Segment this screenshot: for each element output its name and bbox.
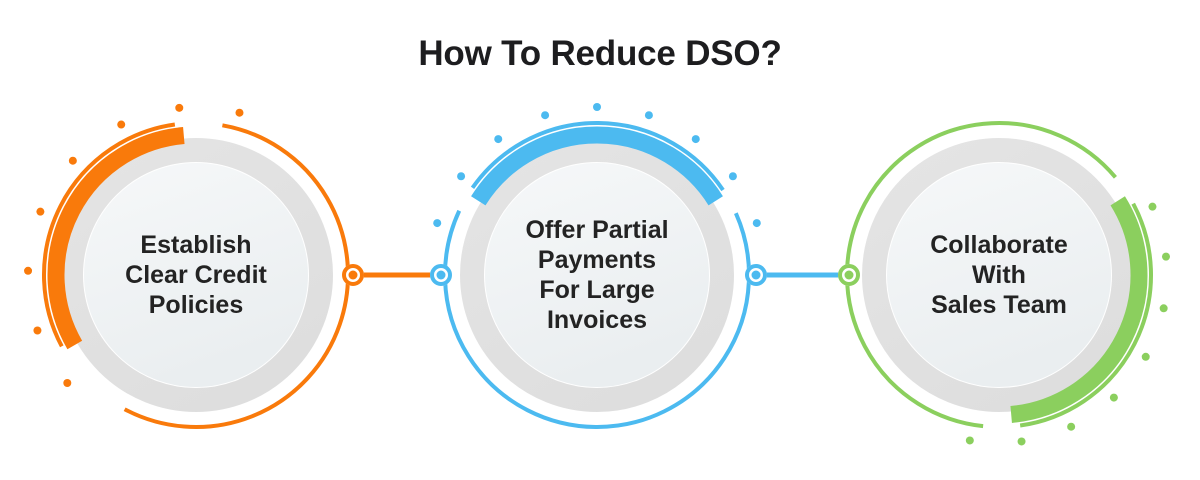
- connector-node-core[interactable]: [348, 270, 358, 280]
- decorative-dot: [728, 172, 737, 181]
- step-inner-disc: [485, 163, 709, 387]
- decorative-dot: [541, 111, 550, 120]
- connectors-layer: [342, 264, 860, 286]
- decorative-dot: [235, 108, 244, 117]
- step-connector-1: [342, 264, 452, 286]
- step-outer-ring-arc: [470, 121, 725, 192]
- process-step-node-1[interactable]: [24, 103, 350, 429]
- step-dotted-arc: [965, 202, 1170, 446]
- step-outer-ring-arc: [1019, 202, 1153, 428]
- decorative-dot: [63, 378, 72, 387]
- decorative-dot: [1159, 304, 1168, 313]
- decorative-dot: [1017, 437, 1026, 446]
- decorative-dot: [1161, 252, 1170, 261]
- decorative-dot: [433, 219, 442, 228]
- nodes-layer: [24, 103, 1170, 446]
- step-inner-disc: [84, 163, 308, 387]
- decorative-dot: [593, 103, 601, 111]
- decorative-dot: [33, 326, 42, 335]
- decorative-dot: [1109, 393, 1118, 402]
- decorative-dot: [1148, 202, 1157, 211]
- page-title: How To Reduce DSO?: [418, 34, 782, 73]
- step-outer-ring-arc: [42, 122, 176, 348]
- step-accent-arc-orange: [47, 127, 185, 350]
- step-accent-arc-blue: [471, 126, 723, 206]
- connector-node-core[interactable]: [844, 270, 854, 280]
- decorative-dot: [68, 156, 77, 165]
- decorative-dot: [1141, 352, 1150, 361]
- decorative-dot: [1067, 422, 1076, 431]
- connector-node-ring[interactable]: [430, 264, 452, 286]
- decorative-dot: [644, 111, 653, 120]
- step-grey-ring: [862, 138, 1136, 412]
- decorative-dot: [117, 120, 126, 129]
- decorative-dot: [24, 266, 33, 275]
- step-outer-ring-arc: [443, 209, 751, 429]
- process-step-node-3[interactable]: [845, 121, 1170, 446]
- decorative-dot: [457, 172, 466, 181]
- step-dotted-arc: [433, 103, 761, 228]
- step-grey-ring: [59, 138, 333, 412]
- connector-node-core[interactable]: [751, 270, 761, 280]
- decorative-dot: [691, 135, 700, 144]
- step-inner-disc: [887, 163, 1111, 387]
- step-outer-ring-arc: [845, 121, 1117, 429]
- decorative-dot: [175, 103, 184, 112]
- decorative-dot: [494, 135, 503, 144]
- decorative-dot: [36, 207, 45, 216]
- process-step-node-2[interactable]: [433, 103, 761, 429]
- connector-node-core[interactable]: [436, 270, 446, 280]
- step-grey-ring: [460, 138, 734, 412]
- connector-node-ring[interactable]: [342, 264, 364, 286]
- step-connector-2: [745, 264, 860, 286]
- decorative-dot: [752, 219, 761, 228]
- connector-node-ring[interactable]: [838, 264, 860, 286]
- decorative-dot: [965, 436, 974, 445]
- step-accent-arc-green: [1010, 196, 1148, 423]
- step-outer-ring-arc: [123, 123, 350, 429]
- connector-node-ring[interactable]: [745, 264, 767, 286]
- step-dotted-arc: [24, 103, 244, 387]
